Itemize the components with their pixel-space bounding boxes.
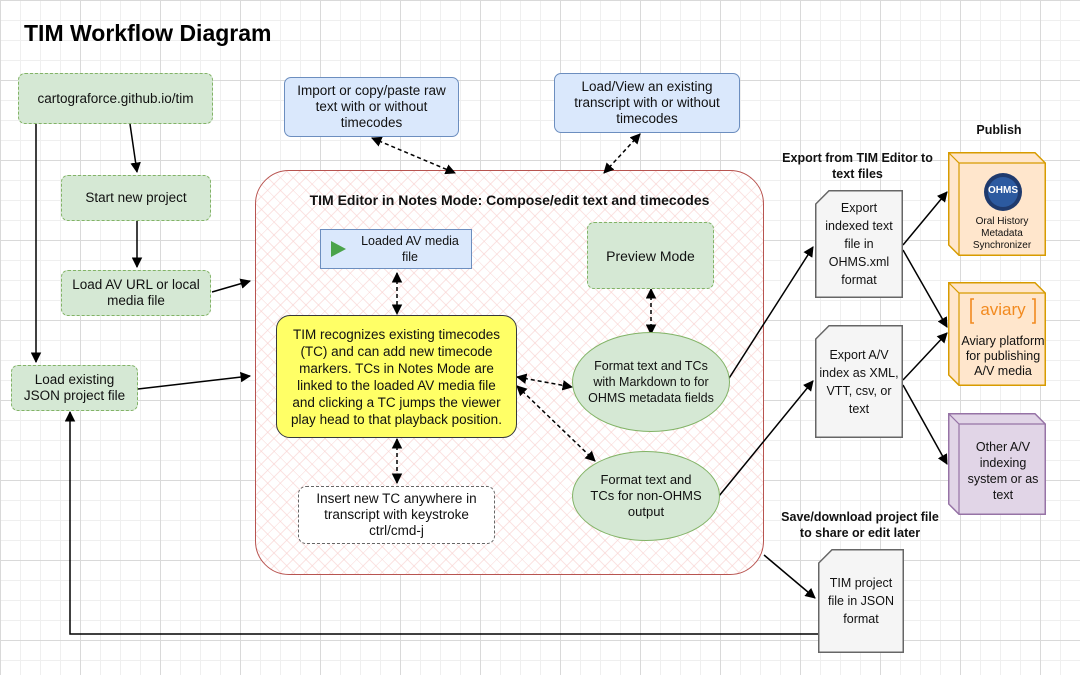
load-view-node: Load/View an existing transcript with or… bbox=[554, 73, 740, 133]
aviary-logo-icon bbox=[970, 298, 1036, 324]
preview-mode-label: Preview Mode bbox=[606, 247, 695, 264]
load-av-label: Load AV URL or local media file bbox=[72, 277, 200, 308]
format-ohms-label: Format text and TCs with Markdown to for… bbox=[588, 359, 714, 405]
load-av-node: Load AV URL or local media file bbox=[61, 270, 211, 316]
timecode-info-label: TIM recognizes existing timecodes (TC) a… bbox=[291, 326, 502, 427]
export-av-doc: Export A/V index as XML, VTT, csv, or te… bbox=[815, 325, 903, 438]
play-triangle-icon bbox=[331, 241, 346, 257]
ohms-cube: OHMS Oral History Metadata Synchronizer bbox=[948, 152, 1046, 256]
timecode-info-node: TIM recognizes existing timecodes (TC) a… bbox=[276, 315, 517, 438]
export-av-label: Export A/V index as XML, VTT, csv, or te… bbox=[819, 347, 899, 416]
export-ohms-label: Export indexed text file in OHMS.xml for… bbox=[825, 201, 893, 287]
insert-tc-label: Insert new TC anywhere in transcript wit… bbox=[316, 491, 477, 538]
load-json-node: Load existing JSON project file bbox=[11, 365, 138, 411]
load-json-label: Load existing JSON project file bbox=[23, 372, 126, 403]
other-system-cube: Other A/V indexing system or as text bbox=[948, 413, 1046, 515]
format-non-ohms-node: Format text and TCs for non-OHMS output bbox=[572, 451, 720, 541]
tim-project-file-label: TIM project file in JSON format bbox=[828, 576, 894, 626]
export-ohms-doc: Export indexed text file in OHMS.xml for… bbox=[815, 190, 903, 298]
ohms-logo-icon bbox=[984, 173, 1022, 211]
ohms-logo-text: OHMS bbox=[988, 185, 1018, 196]
tim-project-file-doc: TIM project file in JSON format bbox=[818, 549, 904, 653]
preview-mode-node: Preview Mode bbox=[587, 222, 714, 289]
aviary-cube: aviary Aviary platform for publishing A/… bbox=[948, 282, 1046, 386]
aviary-logo-text: aviary bbox=[980, 300, 1026, 319]
export-heading: Export from TIM Editor to text files bbox=[782, 151, 933, 181]
document-icon bbox=[815, 190, 903, 298]
document-icon bbox=[815, 325, 903, 438]
loaded-av-node: Loaded AV media file bbox=[320, 229, 472, 269]
import-text-node: Import or copy/paste raw text with or wi… bbox=[284, 77, 459, 137]
cube-shape bbox=[948, 413, 1046, 515]
save-heading: Save/download project file to share or e… bbox=[781, 510, 939, 540]
format-ohms-node: Format text and TCs with Markdown to for… bbox=[572, 332, 730, 432]
start-project-label: Start new project bbox=[85, 190, 187, 205]
ohms-label: Oral History Metadata Synchronizer bbox=[972, 216, 1032, 251]
import-text-label: Import or copy/paste raw text with or wi… bbox=[297, 83, 446, 130]
format-non-ohms-label: Format text and TCs for non-OHMS output bbox=[590, 472, 702, 519]
document-icon bbox=[818, 549, 904, 653]
cube-shape bbox=[948, 282, 1046, 386]
load-view-label: Load/View an existing transcript with or… bbox=[574, 79, 720, 126]
diagram-title: TIM Workflow Diagram bbox=[24, 20, 272, 46]
aviary-label: Aviary platform for publishing A/V media bbox=[961, 334, 1045, 378]
cartograforce-label: cartograforce.github.io/tim bbox=[37, 90, 194, 106]
publish-heading: Publish bbox=[976, 123, 1022, 137]
editor-title: TIM Editor in Notes Mode: Compose/edit t… bbox=[309, 192, 710, 208]
insert-tc-node: Insert new TC anywhere in transcript wit… bbox=[298, 486, 495, 544]
start-project-node: Start new project bbox=[61, 175, 211, 221]
loaded-av-label: Loaded AV media file bbox=[361, 234, 459, 264]
other-system-label: Other A/V indexing system or as text bbox=[967, 440, 1039, 502]
cartograforce-node: cartograforce.github.io/tim bbox=[18, 73, 213, 124]
